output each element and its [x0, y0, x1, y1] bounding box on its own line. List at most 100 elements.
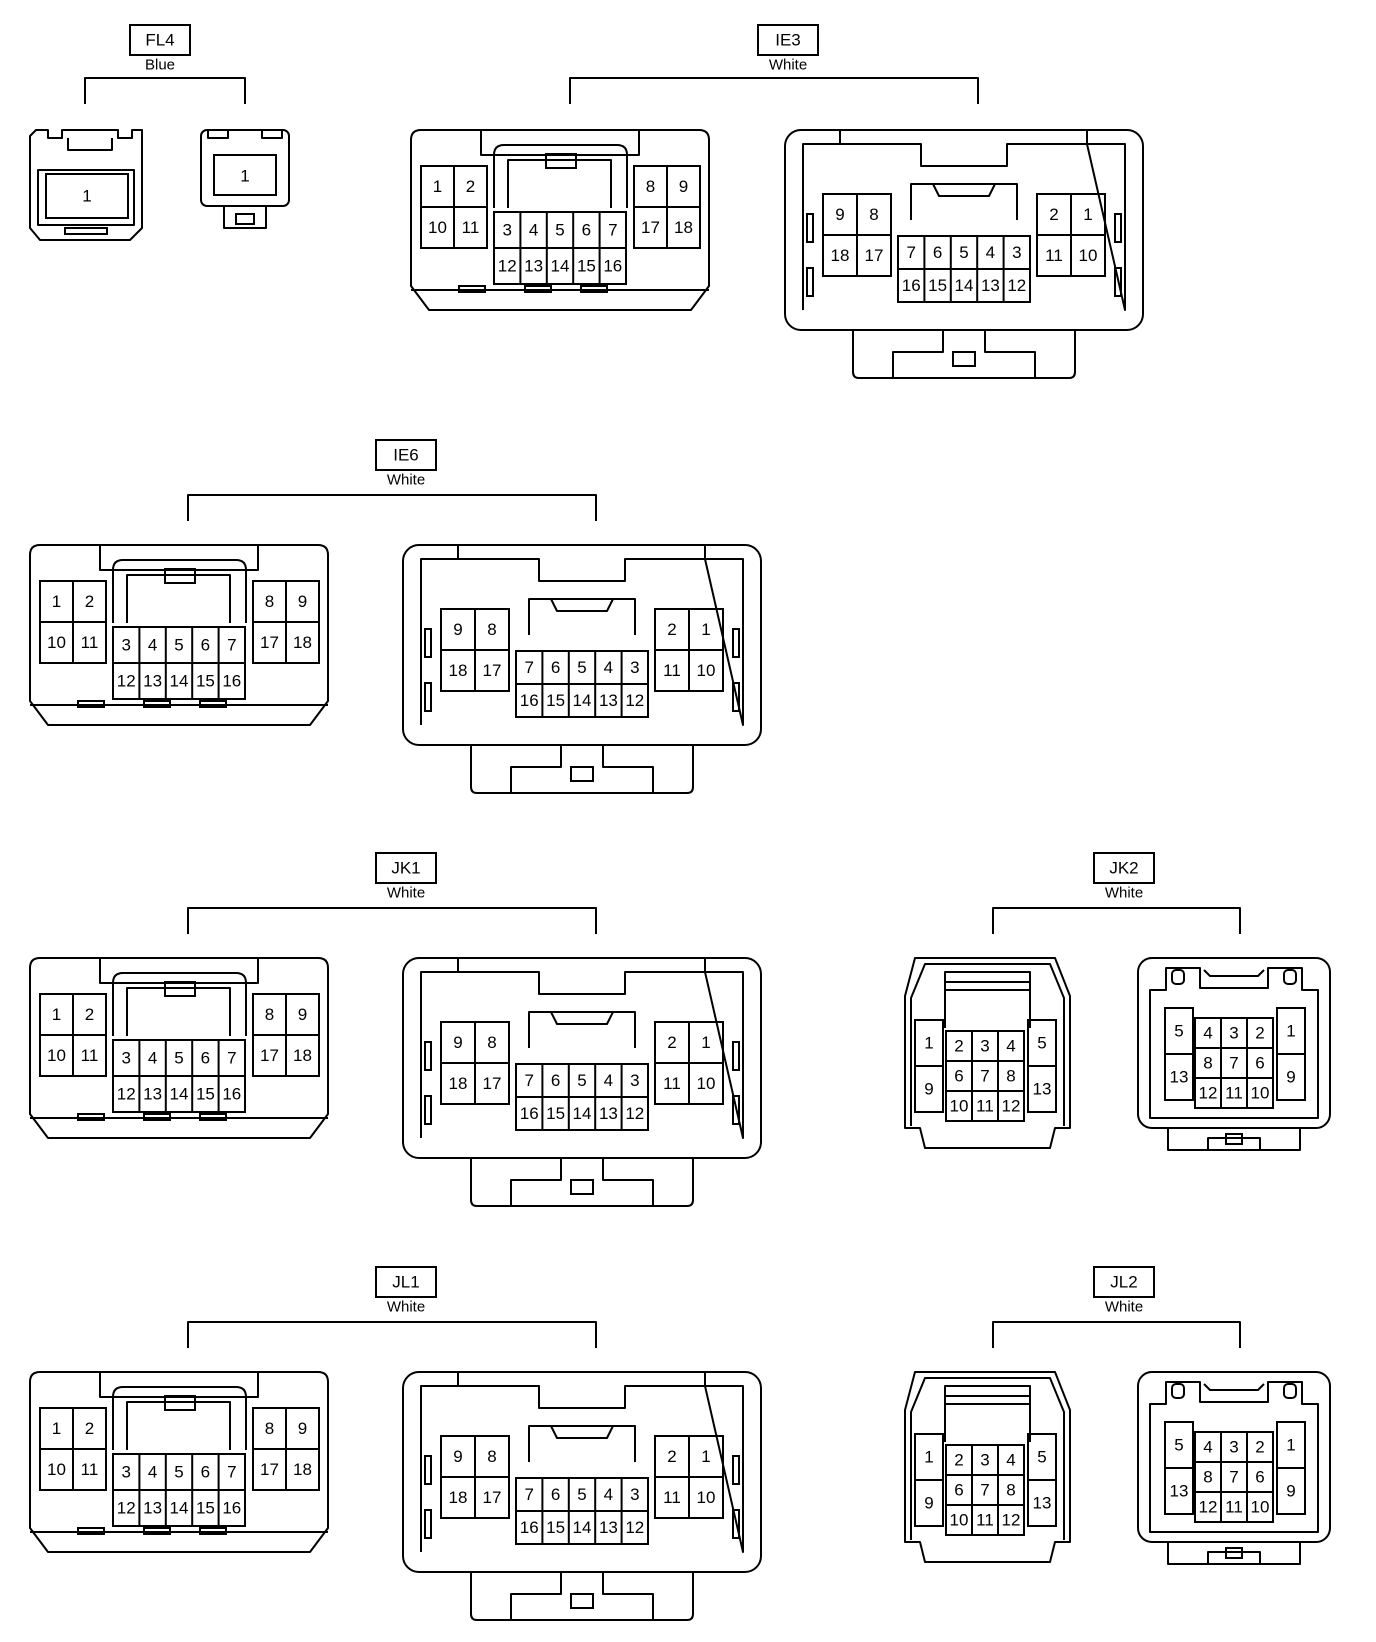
pin-number: 14 — [573, 1104, 592, 1123]
connector-frame — [37, 169, 135, 226]
pin-number: 8 — [487, 620, 496, 639]
connector-recess — [480, 130, 640, 156]
pin-number: 16 — [902, 276, 921, 295]
pin-number: 7 — [1229, 1468, 1238, 1487]
pin-number: 4 — [604, 658, 613, 677]
connector-latch — [207, 130, 283, 139]
pin-number: 15 — [196, 1085, 215, 1104]
connector-recess — [99, 1372, 259, 1398]
pin-number: 1 — [52, 1419, 61, 1438]
pin-number: 5 — [555, 221, 564, 240]
connector-latch — [528, 1425, 636, 1462]
pin-number: 13 — [1033, 1080, 1052, 1099]
pin-number: 5 — [577, 658, 586, 677]
pin-number: 15 — [196, 1499, 215, 1518]
connector-body — [402, 544, 762, 746]
pin-number: 6 — [954, 1067, 963, 1086]
pin-number: 11 — [663, 1074, 681, 1093]
pin-number: 3 — [630, 1485, 639, 1504]
connector-latch — [944, 1385, 1031, 1442]
connector-latch — [112, 1386, 247, 1450]
pin-number: 11 — [462, 218, 480, 237]
fl4-female-connector: 1 — [200, 129, 290, 229]
pin-number: 17 — [483, 1074, 502, 1093]
connector-slot — [732, 1041, 740, 1071]
pin-number: 9 — [298, 1005, 307, 1024]
pin-number: 5 — [174, 1049, 183, 1068]
pin-number: 3 — [121, 636, 130, 655]
connector-lock-inner — [510, 745, 654, 793]
pin-number: 11 — [81, 1460, 99, 1479]
pin-number: 13 — [143, 1085, 162, 1104]
pin-number: 2 — [85, 1005, 94, 1024]
pin-number: 16 — [520, 691, 539, 710]
pin-number: 12 — [117, 1499, 136, 1518]
connector-code-box — [375, 439, 437, 471]
pin-number: 12 — [625, 691, 644, 710]
connector-latch-inner — [126, 987, 231, 1036]
connector-lock-tab — [1225, 1133, 1243, 1145]
pin-number: 3 — [502, 221, 511, 240]
connector-color: White — [1105, 885, 1143, 902]
pin-number: 10 — [950, 1511, 969, 1530]
pin-number: 4 — [148, 1463, 157, 1482]
pin-number: 14 — [170, 1085, 189, 1104]
connector-code-box — [375, 852, 437, 884]
connector-slot — [1114, 267, 1122, 297]
pin-number: 14 — [573, 1518, 592, 1537]
pin-number: 16 — [520, 1518, 539, 1537]
pin-number: 5 — [577, 1485, 586, 1504]
pin-number: 17 — [260, 1460, 279, 1479]
pin-number: 9 — [453, 1033, 462, 1052]
pin-number: 9 — [1286, 1482, 1295, 1501]
connector-body — [1137, 957, 1331, 1129]
connector-latch — [1203, 969, 1265, 977]
connector-lock-inner — [892, 330, 1036, 378]
pin-number: 3 — [1229, 1024, 1238, 1043]
connector-latch-inner — [932, 183, 996, 197]
pin-number: 16 — [222, 672, 241, 691]
connector-lock — [223, 206, 267, 229]
pin-number: 8 — [1203, 1054, 1212, 1073]
pin-number: 10 — [697, 661, 716, 680]
pin-number: 7 — [980, 1481, 989, 1500]
pin-number: 12 — [1199, 1084, 1218, 1103]
pin-block — [213, 154, 277, 196]
pin-number: 4 — [148, 1049, 157, 1068]
connector-code-box — [129, 24, 191, 56]
connector-bracket — [569, 77, 979, 104]
pin-number: 15 — [546, 1104, 565, 1123]
pin-number: 9 — [453, 620, 462, 639]
pin-number: 12 — [625, 1518, 644, 1537]
pin-number: 15 — [546, 691, 565, 710]
pin-number: 2 — [1255, 1438, 1264, 1457]
connector-code: JK2 — [1109, 859, 1138, 878]
pin-number: 11 — [81, 1046, 99, 1065]
pin-number: 3 — [121, 1463, 130, 1482]
connector-clip — [143, 1113, 171, 1121]
connector-slot — [424, 1095, 432, 1125]
connector-frame — [910, 963, 1065, 1126]
connector-latch — [67, 138, 113, 151]
connector-lock — [1167, 1542, 1301, 1565]
connector-frame — [1149, 1381, 1319, 1533]
pin-number: 16 — [520, 1104, 539, 1123]
pin-number: 3 — [1012, 243, 1021, 262]
connector-latch-tab — [164, 568, 196, 584]
pin-number: 14 — [551, 257, 570, 276]
pin-number: 15 — [577, 257, 596, 276]
pin-number: 9 — [835, 205, 844, 224]
pin-number: 12 — [117, 1085, 136, 1104]
pin-number: 2 — [466, 177, 475, 196]
pin-number: 9 — [298, 592, 307, 611]
pin-number: 14 — [170, 672, 189, 691]
pin-number: 6 — [201, 636, 210, 655]
pin-number: 10 — [1251, 1084, 1270, 1103]
